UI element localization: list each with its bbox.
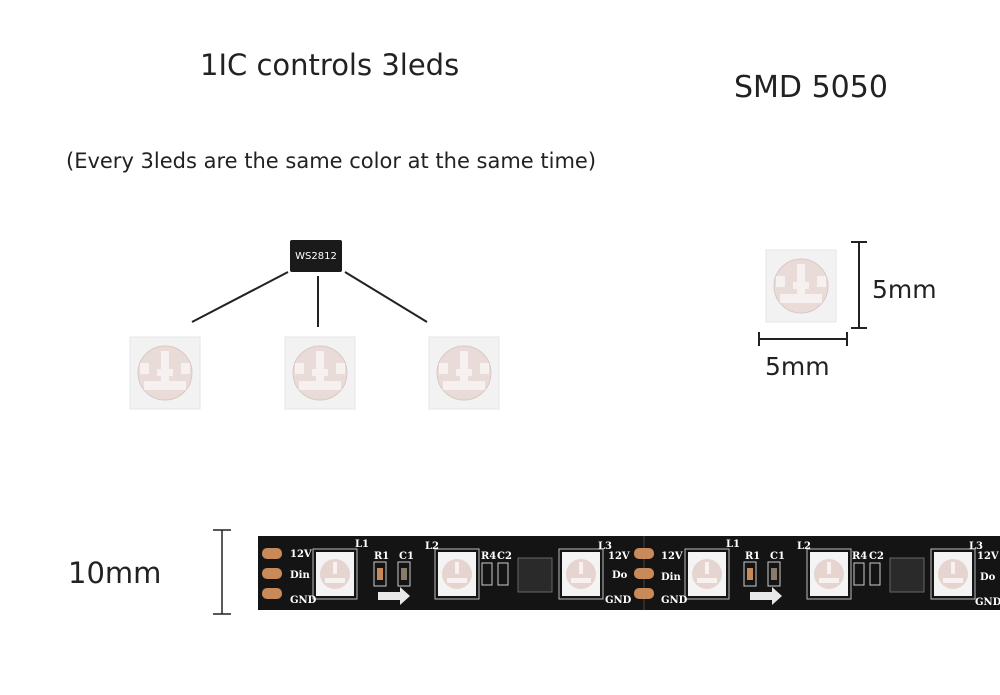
label-do-1: Do — [612, 570, 628, 581]
led-height-label: 5mm — [872, 275, 937, 304]
label-r1-1: R1 — [374, 551, 389, 562]
link-line-left — [191, 271, 289, 323]
label-l2-1: L2 — [425, 541, 439, 552]
label-12v-2: 12V — [661, 551, 683, 562]
led-5050 — [765, 249, 837, 323]
strip-width-label: 10mm — [68, 556, 162, 590]
label-r4-2: R4 — [852, 551, 867, 562]
title: 1IC controls 3leds — [200, 48, 460, 82]
led-strip: 12V Din GND L1 L2 L3 R1 C1 R4 C2 12V Do … — [258, 536, 1000, 610]
label-l1-2: L1 — [726, 539, 740, 550]
label-l1-1: L1 — [355, 539, 369, 550]
led-width-label: 5mm — [765, 352, 830, 381]
width-dimension — [758, 332, 848, 346]
strip-width-dimension — [213, 529, 231, 615]
label-c2-1: C2 — [497, 551, 512, 562]
label-do-2: Do — [980, 572, 996, 583]
label-din-1: Din — [290, 570, 310, 581]
chip-label: WS2812 — [295, 250, 337, 262]
label-l3-2: L3 — [969, 541, 983, 552]
label-gnd-2: GND — [661, 595, 688, 606]
label-c1-1: C1 — [399, 551, 414, 562]
label-gnd-out-2: GND — [975, 597, 1000, 608]
height-dimension — [851, 241, 867, 329]
label-r4-1: R4 — [481, 551, 496, 562]
label-l3-1: L3 — [598, 541, 612, 552]
label-gnd-out-1: GND — [605, 595, 632, 606]
label-c2-2: C2 — [869, 551, 884, 562]
label-din-2: Din — [661, 572, 681, 583]
label-12v-out-1: 12V — [608, 551, 630, 562]
package-label: SMD 5050 — [734, 70, 888, 105]
label-12v-out-2: 12V — [977, 551, 999, 562]
led-2 — [284, 336, 356, 410]
label-gnd-1: GND — [290, 595, 317, 606]
link-line-right — [344, 271, 428, 323]
label-12v-1: 12V — [290, 549, 312, 560]
subtitle: (Every 3leds are the same color at the s… — [66, 149, 597, 173]
label-r1-2: R1 — [745, 551, 760, 562]
label-l2-2: L2 — [797, 541, 811, 552]
label-c1-2: C1 — [770, 551, 785, 562]
ws2812-chip: WS2812 — [290, 240, 342, 272]
led-3 — [428, 336, 500, 410]
led-1 — [129, 336, 201, 410]
